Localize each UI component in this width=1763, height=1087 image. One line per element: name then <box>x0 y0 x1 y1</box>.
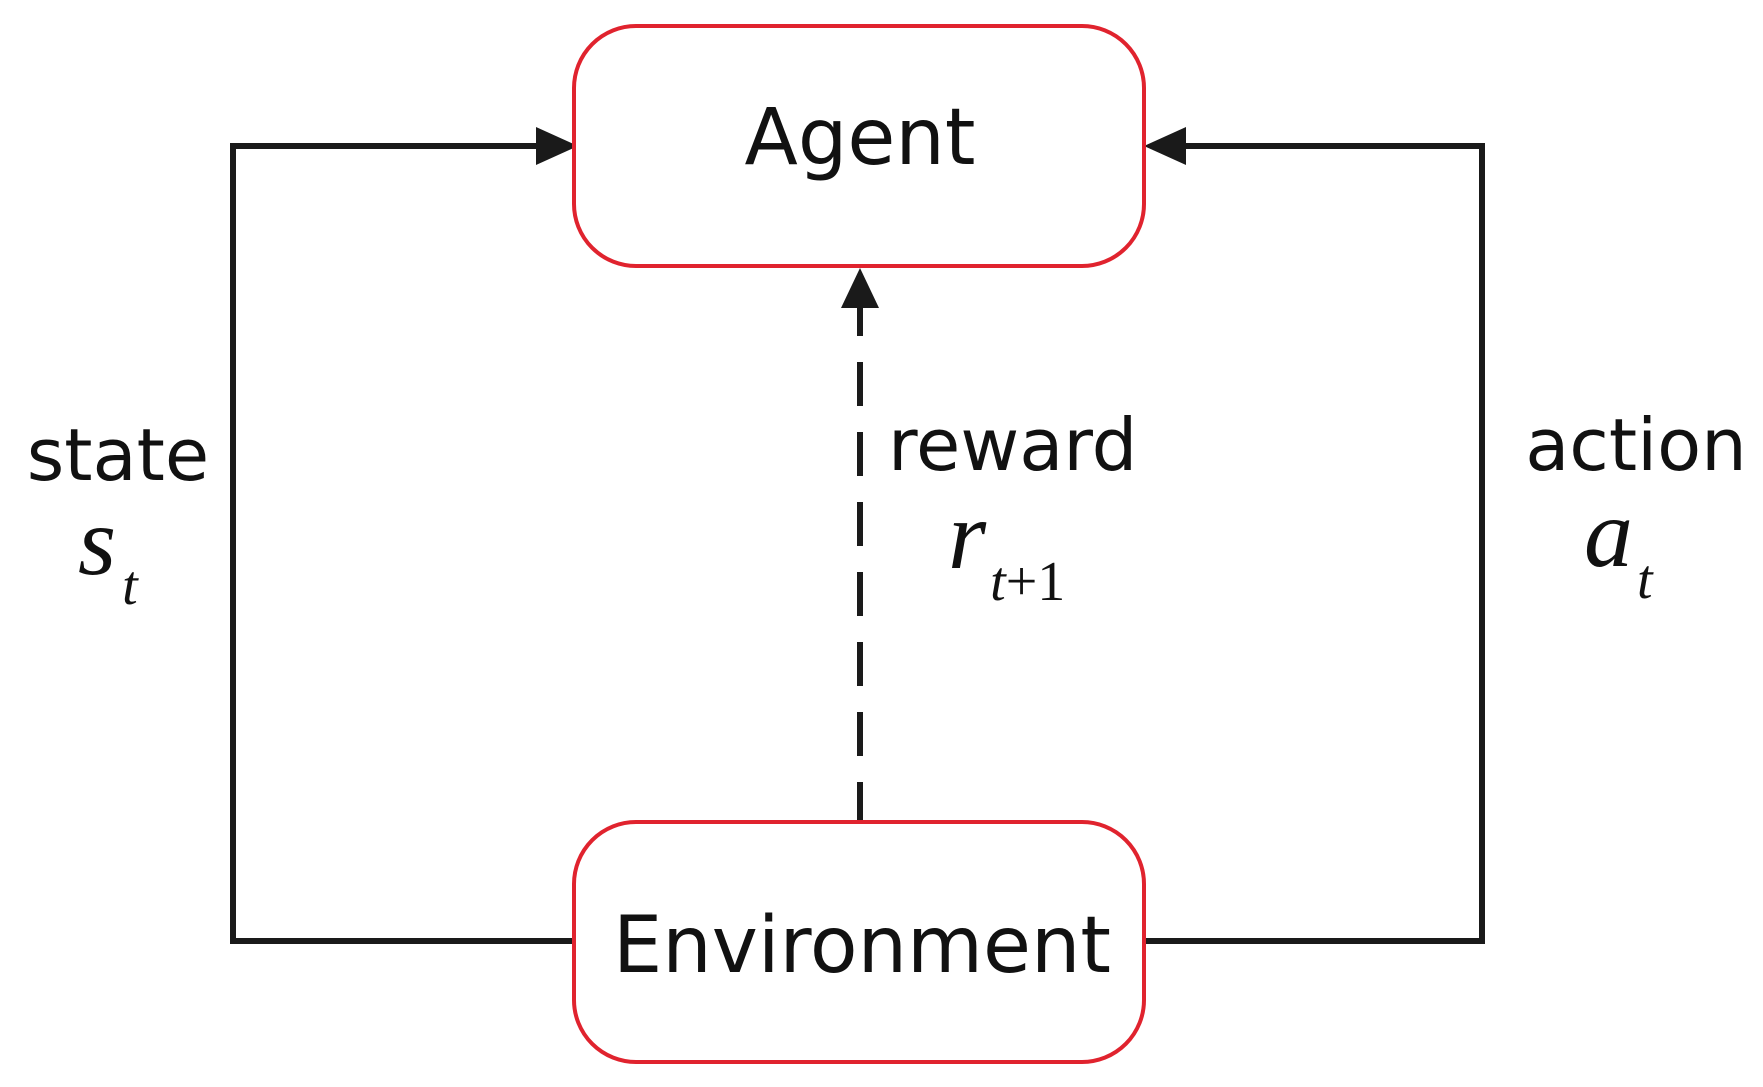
action-connector <box>1142 127 1485 944</box>
action-connector-line <box>1142 143 1485 944</box>
environment-node: Environment <box>572 820 1146 1064</box>
state-label: state <box>27 413 209 497</box>
reward-connector <box>841 268 879 826</box>
agent-label: Agent <box>745 93 976 183</box>
state-connector-line <box>230 143 574 944</box>
reward-symbol-main: r <box>948 482 987 590</box>
state-symbol-subscript: t <box>122 555 139 617</box>
action-symbol: at <box>1584 480 1654 611</box>
state-symbol-main: s <box>78 488 116 596</box>
action-label-group: action at <box>1525 403 1747 611</box>
action-symbol-main: a <box>1584 480 1633 588</box>
agent-box <box>572 24 1146 268</box>
action-arrowhead <box>1144 127 1186 165</box>
agent-node: Agent <box>572 24 1146 268</box>
state-connector <box>230 127 578 944</box>
state-arrowhead <box>536 127 578 165</box>
reward-symbol-subscript-rest: +1 <box>1006 551 1066 613</box>
reward-label-group: reward rt+1 <box>888 403 1137 613</box>
reward-label: reward <box>888 403 1137 487</box>
environment-label: Environment <box>613 901 1111 991</box>
action-label: action <box>1525 403 1747 487</box>
reward-symbol-subscript-var: t <box>990 551 1007 613</box>
reward-arrowhead <box>841 268 879 308</box>
reward-symbol: rt+1 <box>948 482 1065 613</box>
environment-box <box>572 820 1146 1064</box>
action-symbol-subscript: t <box>1637 549 1654 611</box>
